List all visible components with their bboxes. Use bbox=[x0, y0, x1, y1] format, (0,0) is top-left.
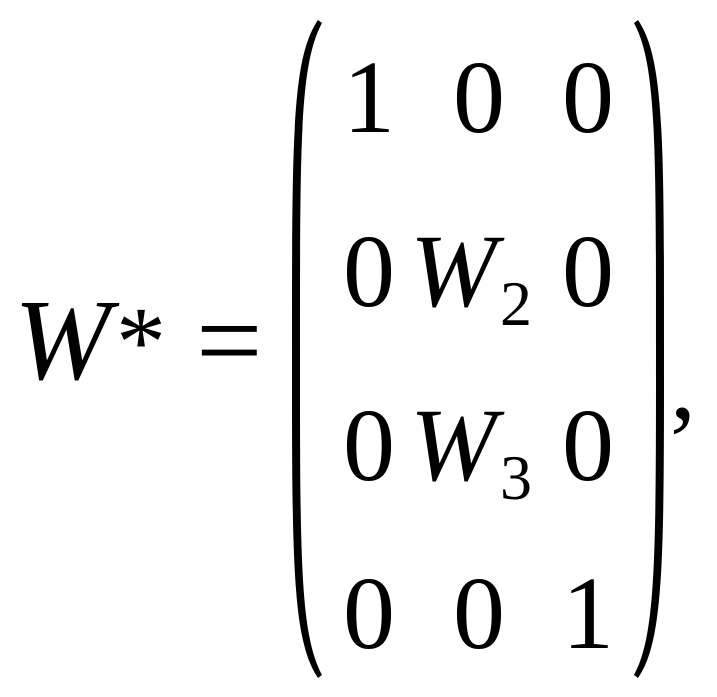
matrix-cell-r4-c1: 0 bbox=[343, 556, 395, 671]
left-parenthesis bbox=[292, 20, 322, 678]
lhs-variable: W bbox=[14, 277, 111, 405]
matrix-cell-r1-c1: 1 bbox=[343, 40, 395, 155]
matrix-cell-r3-c2-subscript: 3 bbox=[500, 442, 532, 513]
matrix-cell-r3-c1: 0 bbox=[343, 388, 395, 503]
matrix-cell-r3-c3: 0 bbox=[562, 388, 614, 503]
lhs-asterisk: * bbox=[116, 286, 166, 397]
matrix-cell-r1-c3: 0 bbox=[562, 40, 614, 155]
matrix-cell-r2-c1: 0 bbox=[343, 214, 395, 329]
equals-sign: = bbox=[196, 275, 263, 406]
right-parenthesis bbox=[634, 20, 664, 678]
matrix-cell-r2-c2-variable: W bbox=[410, 214, 497, 329]
trailing-comma: , bbox=[670, 326, 696, 441]
matrix-cell-r2-c2-subscript: 2 bbox=[500, 268, 532, 339]
matrix-cell-r2-c3: 0 bbox=[562, 214, 614, 329]
matrix-cell-r3-c2-variable: W bbox=[410, 388, 497, 503]
matrix-cell-r1-c2: 0 bbox=[453, 40, 505, 155]
matrix-cell-r4-c2: 0 bbox=[453, 556, 505, 671]
matrix-cell-r4-c3: 1 bbox=[562, 556, 614, 671]
